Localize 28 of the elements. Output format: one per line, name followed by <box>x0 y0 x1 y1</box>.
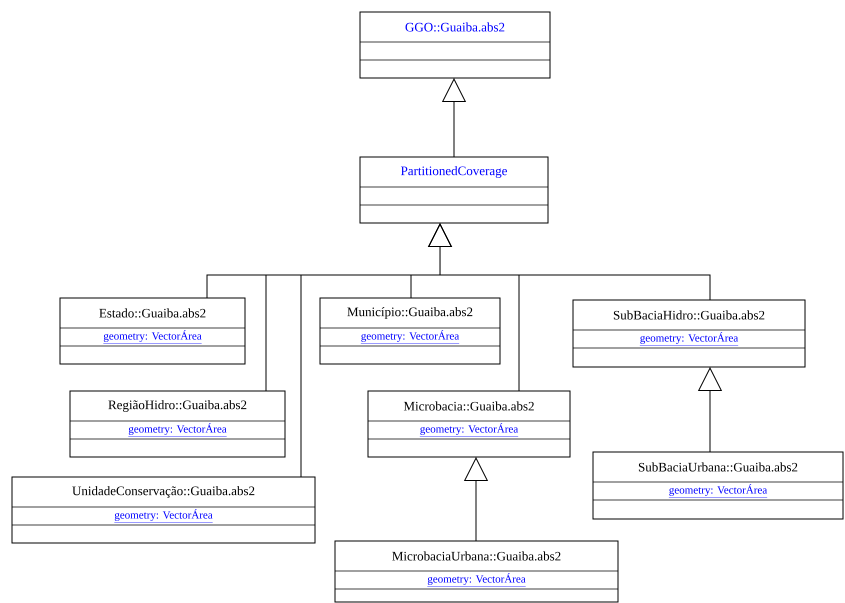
attribute-text: geometry: VectorÁrea <box>128 423 227 437</box>
class-box <box>368 390 570 458</box>
attribute-text: geometry: VectorÁrea <box>360 330 460 344</box>
class-box <box>70 390 286 458</box>
attribute-text: geometry: VectorÁrea <box>420 423 518 437</box>
class-box <box>12 476 316 544</box>
class-name: UnidadeConservação::Guaiba.abs2 <box>72 486 254 498</box>
class-box <box>334 540 618 602</box>
class-name: Município::Guaiba.abs2 <box>347 307 472 319</box>
class-name: GGO::Guaiba.abs2 <box>406 22 504 32</box>
class-name: Estado::Guaiba.abs2 <box>99 308 206 318</box>
class-box <box>572 300 806 368</box>
attribute-text: geometry: VectorÁrea <box>427 573 526 587</box>
class-name: RegiãoHidro::Guaiba.abs2 <box>108 400 246 412</box>
class-box <box>320 298 500 364</box>
class-name: SubBaciaHidro::Guaiba.abs2 <box>614 310 764 320</box>
class-name: MicrobaciaUrbana::Guaiba.abs2 <box>392 551 560 561</box>
attribute-text: geometry: VectorÁrea <box>103 330 202 344</box>
class-name: SubBaciaUrbana::Guaiba.abs2 <box>638 462 798 472</box>
class-name: Microbacia::Guaiba.abs2 <box>404 401 534 411</box>
class-box <box>592 452 844 520</box>
class-box <box>360 12 550 78</box>
attribute-text: geometry: VectorÁrea <box>114 509 213 523</box>
attribute-text: geometry: VectorÁrea <box>668 484 768 498</box>
attribute-text: geometry: VectorÁrea <box>640 332 738 346</box>
class-box <box>360 156 548 224</box>
class-name: PartitionedCoverage <box>400 166 507 178</box>
class-box <box>60 298 246 364</box>
